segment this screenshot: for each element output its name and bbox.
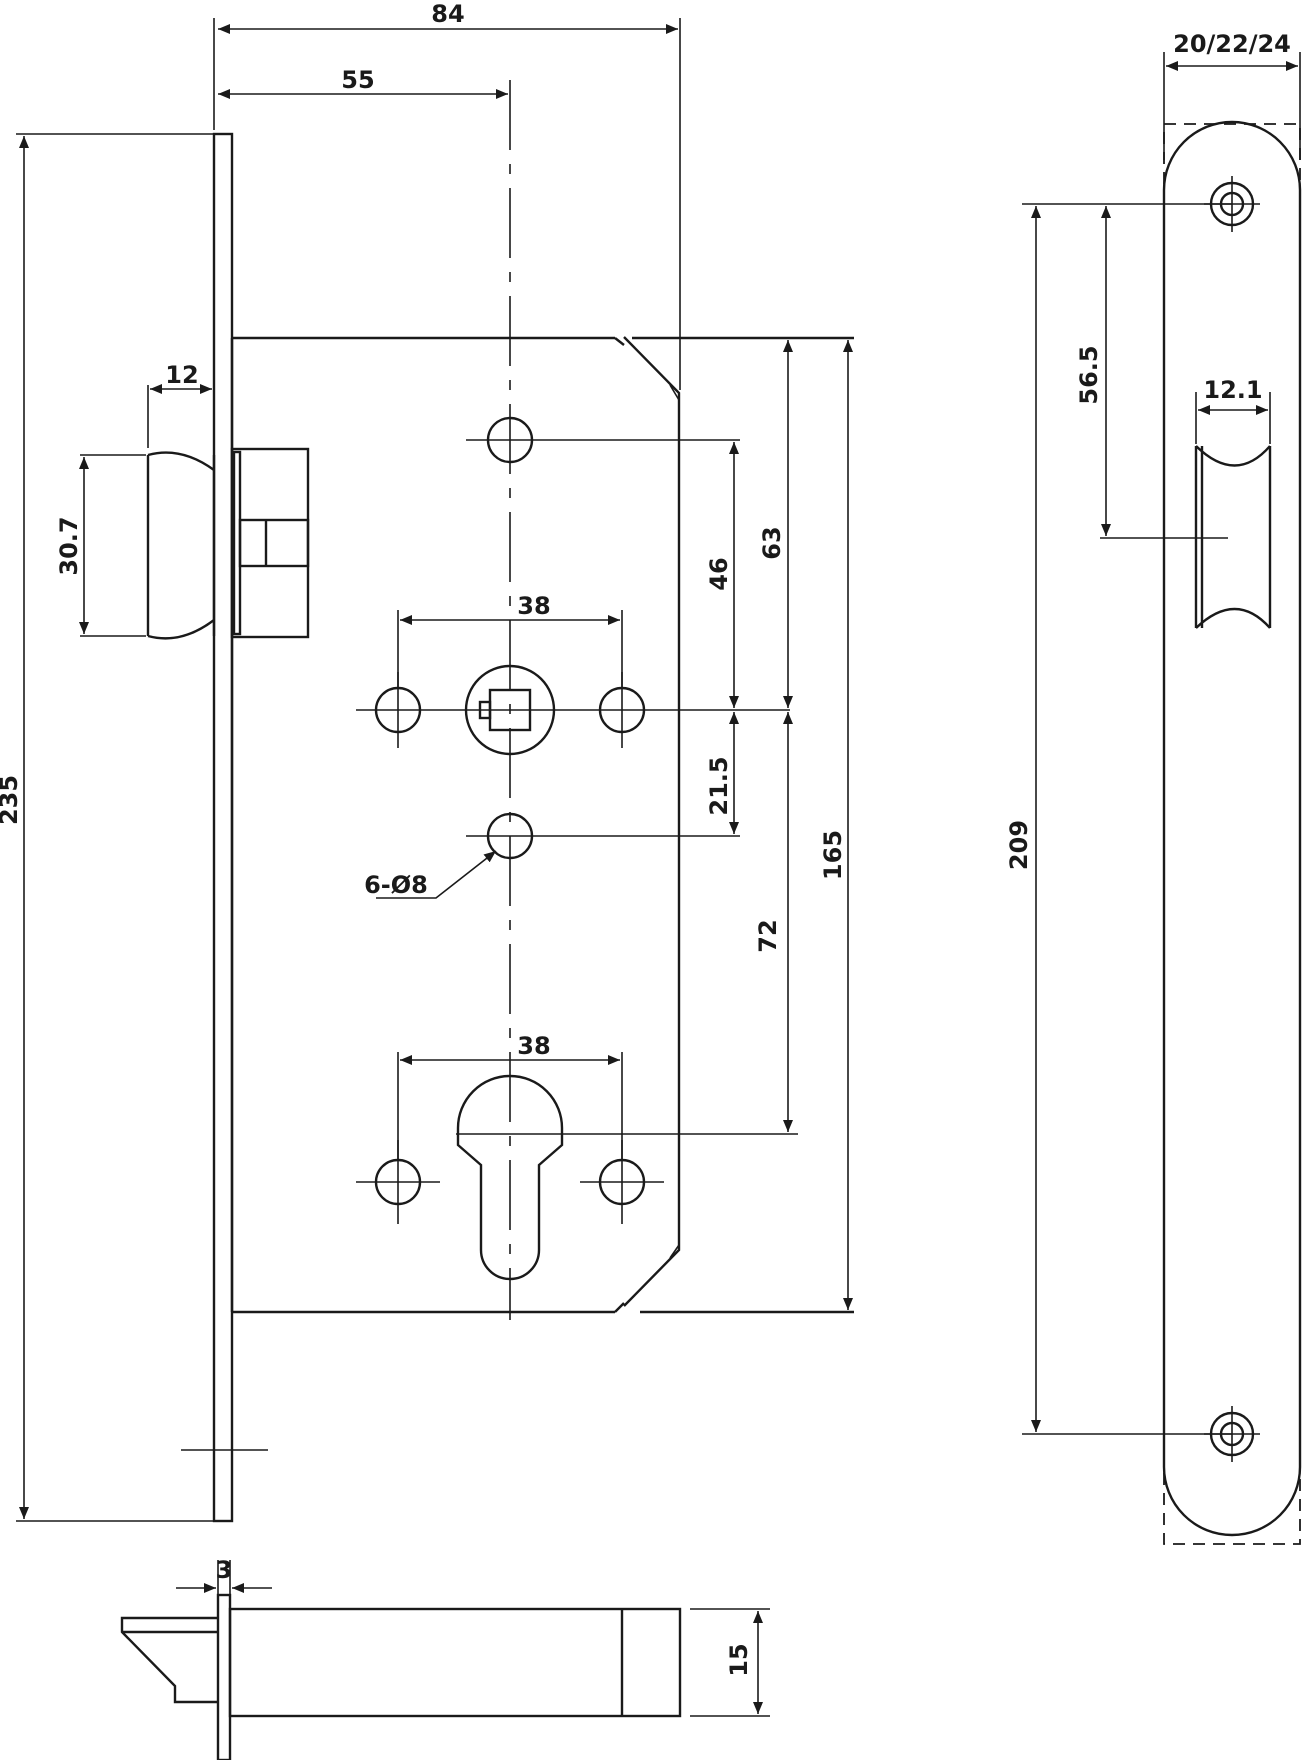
case-tick-bottom — [669, 1244, 680, 1259]
dim-21-5: 21.5 — [705, 756, 733, 815]
dim-15: 15 — [725, 1643, 753, 1676]
dim-84: 84 — [431, 0, 464, 28]
case-tick-top — [669, 384, 680, 401]
leader-holes — [376, 850, 497, 899]
latch-bolt — [146, 447, 310, 640]
dim-63: 63 — [758, 526, 786, 559]
faceplate — [212, 132, 234, 1523]
top-hole — [466, 416, 740, 464]
faceplate-outline — [1162, 120, 1302, 1537]
dim-165: 165 — [819, 830, 847, 880]
dim-12-1: 12.1 — [1203, 376, 1262, 404]
follower — [356, 664, 790, 756]
faceplate-square-alternative — [1163, 123, 1301, 1545]
dim-72: 72 — [754, 919, 782, 952]
dim-30-7: 30.7 — [55, 516, 83, 575]
dim-20-22-24: 20/22/24 — [1173, 30, 1291, 58]
faceplate-view: 20/22/24 12.1 56.5 209 — [1005, 30, 1302, 1545]
dim-46: 46 — [705, 557, 733, 590]
middle-hole — [466, 812, 740, 860]
dim-3: 3 — [216, 1556, 233, 1584]
case-corner-bottom — [614, 1302, 625, 1313]
top-view-latch — [120, 1616, 218, 1704]
dim-38-top: 38 — [517, 592, 550, 620]
cylinder-cutout — [356, 1074, 798, 1281]
case-corner-top — [614, 337, 625, 346]
dim-56-5: 56.5 — [1075, 345, 1103, 404]
dim-12: 12 — [165, 361, 198, 389]
dim-235: 235 — [0, 775, 23, 825]
latch-slot — [1100, 445, 1272, 629]
dim-holes: 6-Ø8 — [364, 871, 428, 899]
front-view: 84 55 235 12 30.7 38 46 63 21.5 72 165 3… — [0, 0, 854, 1523]
lock-case — [230, 336, 854, 1314]
dim-209: 209 — [1005, 820, 1033, 870]
top-view: 3 15 — [120, 1556, 770, 1760]
dim-38-bottom: 38 — [517, 1032, 550, 1060]
top-view-case — [228, 1607, 682, 1718]
dim-55: 55 — [341, 66, 374, 94]
top-view-faceplate — [216, 1593, 232, 1760]
